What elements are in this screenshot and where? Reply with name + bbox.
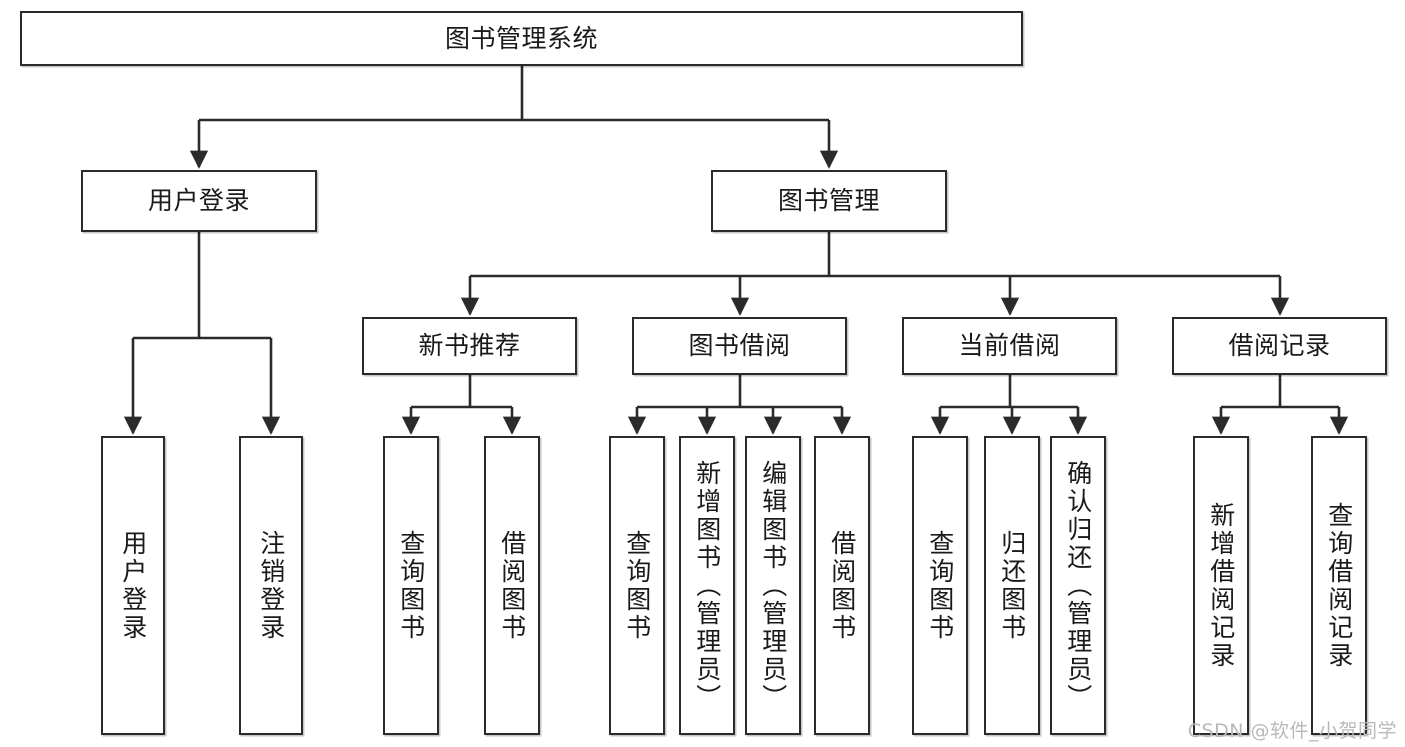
node-l1-b[interactable]: 图书管理 (711, 170, 947, 232)
node-leaf-d1[interactable]: 查询图书 (912, 436, 968, 735)
node-leaf-c2[interactable]: 新增图书（管理员） (679, 436, 735, 735)
node-l2-c[interactable]: 当前借阅 (902, 317, 1117, 375)
node-label: 图书管理系统 (444, 23, 598, 53)
node-leaf-d3[interactable]: 确认归还（管理员） (1050, 436, 1106, 735)
node-leaf-c1[interactable]: 查询图书 (609, 436, 665, 735)
node-label: 查询借阅记录 (1324, 501, 1354, 670)
node-label: 归还图书 (997, 529, 1027, 642)
node-leaf-c3[interactable]: 编辑图书（管理员） (745, 436, 801, 735)
node-l2-b[interactable]: 图书借阅 (632, 317, 847, 375)
node-leaf-b1[interactable]: 查询图书 (383, 436, 439, 735)
node-leaf-e2[interactable]: 查询借阅记录 (1311, 436, 1367, 735)
node-l2-d[interactable]: 借阅记录 (1172, 317, 1387, 375)
node-label: 新书推荐 (418, 331, 521, 361)
node-l2-a[interactable]: 新书推荐 (362, 317, 577, 375)
node-leaf-b2[interactable]: 借阅图书 (484, 436, 540, 735)
node-label: 确认归还（管理员） (1063, 459, 1093, 712)
node-label: 查询图书 (925, 529, 955, 642)
node-leaf-a2[interactable]: 注销登录 (239, 436, 303, 735)
node-label: 图书管理 (777, 186, 880, 216)
node-label: 图书借阅 (688, 331, 791, 361)
node-label: 查询图书 (396, 529, 426, 642)
watermark-text: CSDN @软件_小贺同学 (1187, 720, 1397, 742)
node-leaf-c4[interactable]: 借阅图书 (814, 436, 870, 735)
node-label: 借阅图书 (827, 529, 857, 642)
node-leaf-e1[interactable]: 新增借阅记录 (1193, 436, 1249, 735)
node-leaf-a1[interactable]: 用户登录 (101, 436, 165, 735)
node-label: 新增图书（管理员） (692, 459, 722, 712)
node-label: 注销登录 (256, 529, 286, 642)
node-leaf-d2[interactable]: 归还图书 (984, 436, 1040, 735)
node-label: 借阅记录 (1228, 331, 1331, 361)
node-label: 用户登录 (147, 186, 250, 216)
node-label: 查询图书 (622, 529, 652, 642)
node-label: 借阅图书 (497, 529, 527, 642)
node-label: 编辑图书（管理员） (758, 459, 788, 712)
node-label: 用户登录 (118, 529, 148, 642)
node-label: 当前借阅 (958, 331, 1061, 361)
node-root[interactable]: 图书管理系统 (20, 11, 1023, 66)
node-label: 新增借阅记录 (1206, 501, 1236, 670)
node-l1-a[interactable]: 用户登录 (81, 170, 317, 232)
